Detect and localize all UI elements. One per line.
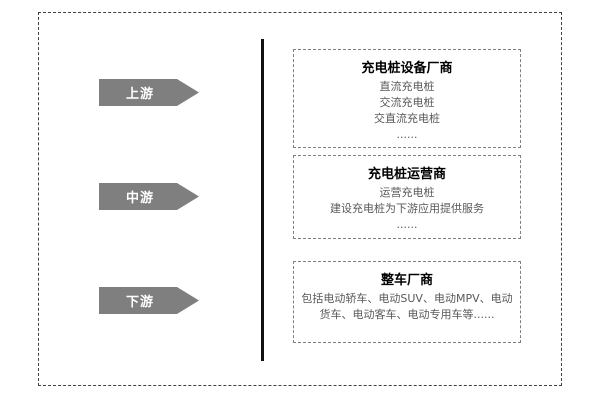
box-title: 整车厂商 <box>380 273 433 288</box>
box-line: ...... <box>396 127 418 141</box>
box-title: 充电桩设备厂商 <box>361 61 453 76</box>
box-title: 充电桩运营商 <box>367 167 446 182</box>
box-line: 交直流充电桩 <box>374 111 440 125</box>
arrow-midstream: 中游 <box>99 183 199 210</box>
box-line: 货车、电动客车、电动专用车等...... <box>319 307 495 321</box>
box-charging-equipment-makers: 充电桩设备厂商 直流充电桩 交流充电桩 交直流充电桩 ...... <box>293 49 521 148</box>
arrow-upstream: 上游 <box>99 79 199 106</box>
diagram-frame: 上游 中游 下游 充电桩设备厂商 直流充电桩 交流充电桩 交直流充电桩 ....… <box>38 12 562 386</box>
box-charging-operators: 充电桩运营商 运营充电桩 建设充电桩为下游应用提供服务 ...... <box>293 155 521 239</box>
arrow-downstream-label: 下游 <box>125 295 154 310</box>
arrow-midstream-label: 中游 <box>125 191 154 206</box>
box-line: 建设充电桩为下游应用提供服务 <box>330 201 484 215</box>
vertical-divider <box>261 39 264 361</box>
arrow-downstream: 下游 <box>99 287 199 314</box>
box-vehicle-manufacturers: 整车厂商 包括电动轿车、电动SUV、电动MPV、电动 货车、电动客车、电动专用车… <box>293 261 521 343</box>
box-line: 直流充电桩 <box>379 80 435 93</box>
box-line: 包括电动轿车、电动SUV、电动MPV、电动 <box>301 292 513 305</box>
arrow-upstream-label: 上游 <box>125 87 154 102</box>
box-line: 交流充电桩 <box>379 95 435 109</box>
box-line: 运营充电桩 <box>379 186 435 199</box>
box-line: ...... <box>396 217 418 231</box>
